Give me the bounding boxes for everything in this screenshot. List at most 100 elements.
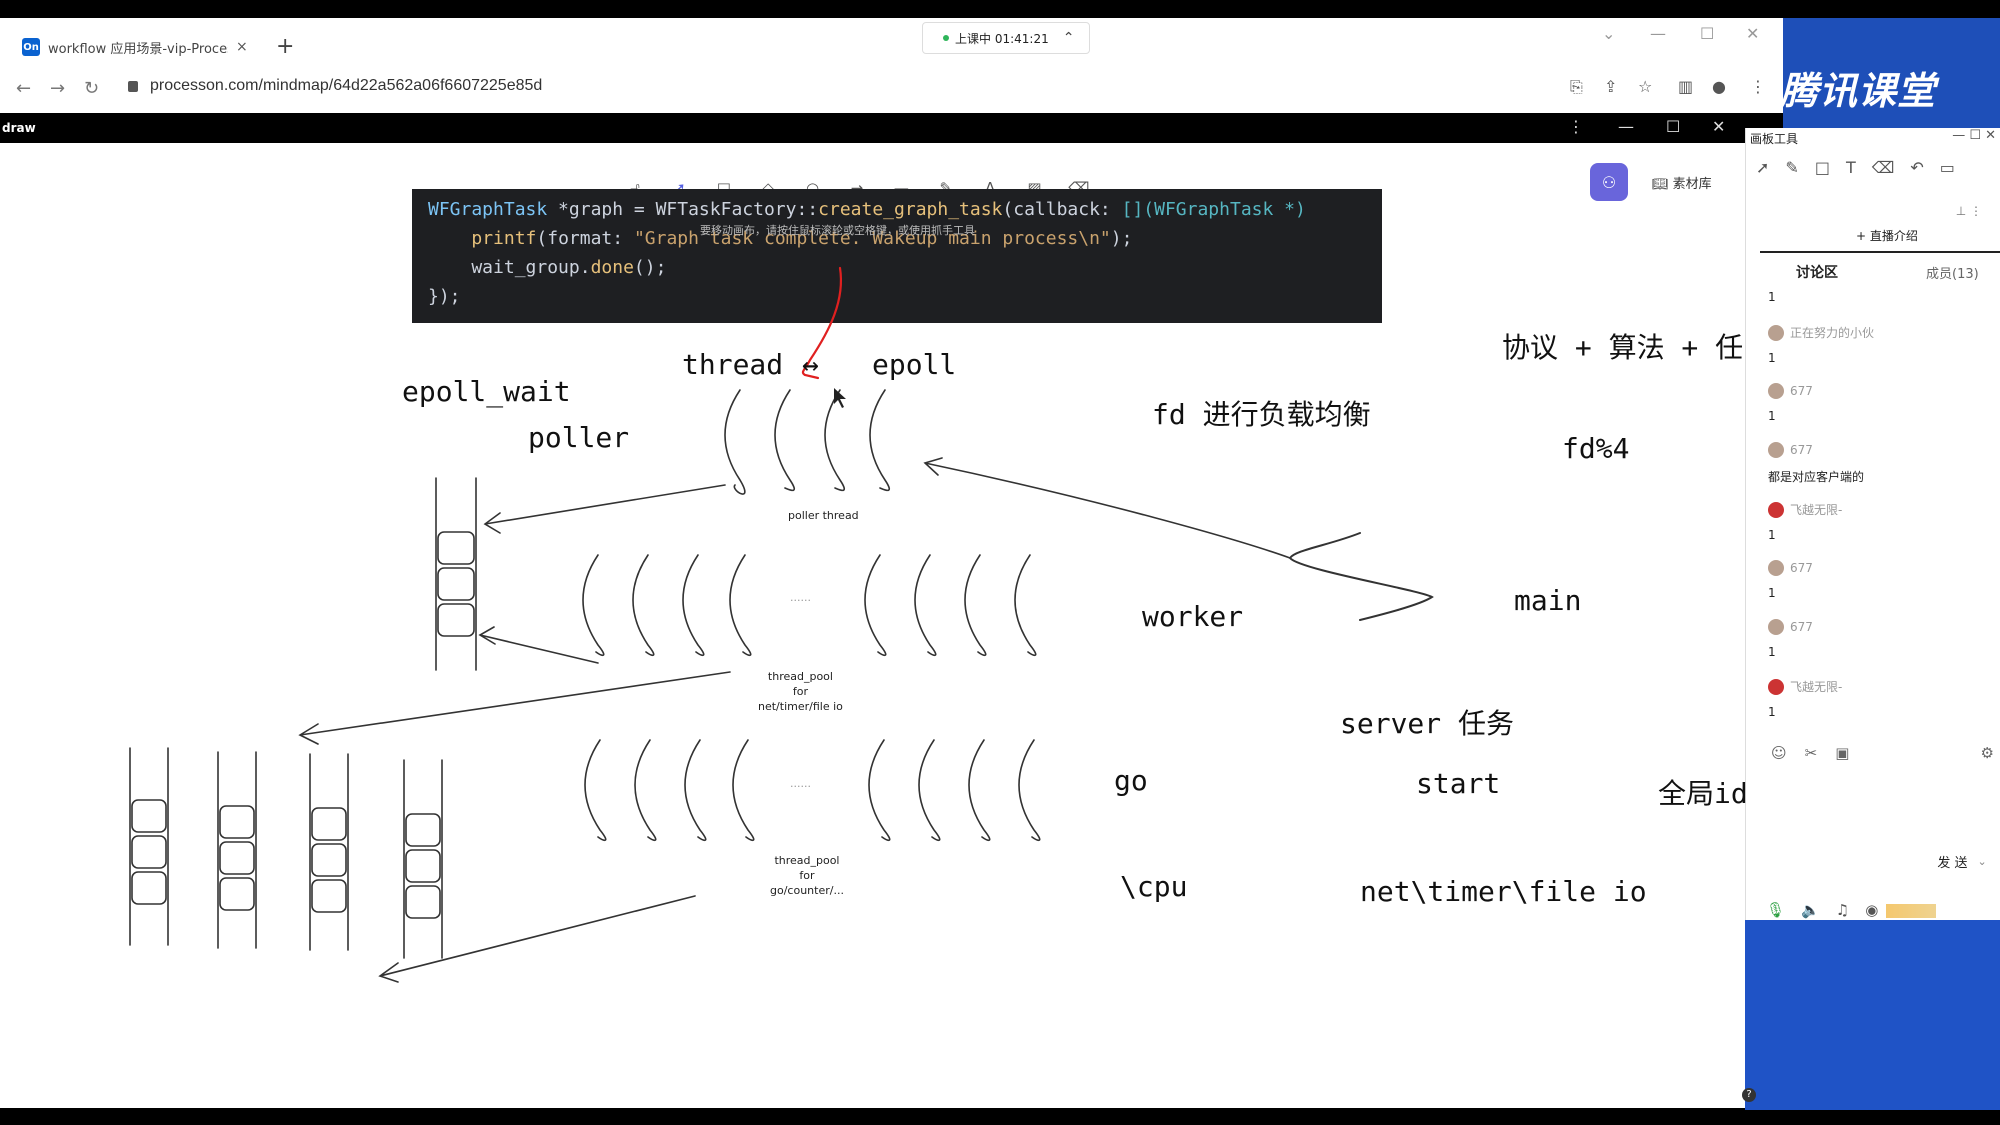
divider [1760,251,2000,253]
live-status-pill[interactable]: 上课中 01:41:21 ⌃ [922,22,1090,54]
code-screenshot: WFGraphTask *graph = WFTaskFactory::crea… [412,189,1382,323]
label-go: go [1114,764,1148,797]
text-icon[interactable]: T [1845,158,1856,177]
pool2-line: go/counter/... [770,884,844,897]
pool1-line: thread_pool [767,670,833,683]
lock-icon[interactable]: 🔓︎ [630,179,640,197]
close-icon[interactable]: ✕ [1712,117,1726,136]
avatar [1768,442,1784,458]
new-tab-button[interactable]: + [276,34,295,59]
collaboration-button[interactable]: ⚇ [1590,163,1628,201]
label-global-id: 全局id [1658,777,1748,810]
lock-icon [128,80,138,92]
collapse-icon[interactable]: ⌄ [1602,24,1616,43]
chat-message-text: 都是对应客户端的 [1768,470,1865,484]
app-titlebar: draw ⋮ — ☐ ✕ [0,113,1745,143]
send-button[interactable]: 发 送 ⌄ [1932,848,1992,874]
chat-message-text: 1 [1768,645,1776,659]
tab-discussion[interactable]: 讨论区 [1796,265,1838,281]
maximize-icon[interactable]: ☐ [1700,24,1715,43]
install-app-icon[interactable]: ⎘ [1570,77,1583,96]
chevron-down-icon[interactable]: ⌄ [1977,854,1987,868]
minimize-icon[interactable]: — [1650,24,1666,43]
screen-icon[interactable]: ▭ [1939,158,1955,177]
live-intro-link[interactable]: + 直播介绍 [1856,229,1918,243]
chevron-up-icon[interactable]: ⌃ [1062,30,1075,46]
chat-input-tools: ☺ ✂ ▣ [1771,744,1849,762]
tencent-classroom-logo: 腾讯课堂 [1780,69,1937,113]
menu-kebab-icon[interactable]: ⋮ [1568,117,1584,136]
sidebar-icon[interactable]: ▥ [1678,77,1694,96]
settings-icon[interactable]: ⚙ [1980,744,1994,762]
label-fd-mod: fd%4 [1562,432,1630,465]
share-icon[interactable]: ⇪ [1604,77,1618,96]
pin-icon[interactable]: ⊥ ⋮ [1955,204,1982,218]
list-item: 飞越无限- 1 [1768,501,1842,542]
music-icon[interactable]: ♫ [1835,901,1850,919]
pool2-line: for [799,869,815,882]
thread-squiggle [869,389,890,492]
tab-title: workflow 应用场景-vip-Processon [48,41,228,57]
label-main: main [1514,584,1582,617]
speaker-icon[interactable]: 🔈 [1801,901,1820,919]
eraser-icon[interactable]: ⌫ [1871,158,1895,177]
microphone-icon[interactable]: 🎙 [1766,901,1786,919]
label-poller: poller [528,421,630,454]
pointer-icon[interactable]: ➚ [1756,158,1770,177]
avatar [1768,560,1784,576]
diamond-icon[interactable]: ◇ [762,179,774,197]
book-icon: 📖︎ [1652,177,1673,192]
pool1-line: for [792,685,808,698]
chat-message-text: 1 [1768,409,1776,423]
chat-message-text: 1 [1768,586,1776,600]
arrow [378,895,696,983]
profile-icon[interactable]: ● [1712,77,1726,96]
address-bar[interactable]: processon.com/mindmap/64d22a562a06f66072… [128,77,542,95]
chat-author: 677 [1790,384,1813,398]
list-item: 正在努力的小伙 1 [1768,324,1874,365]
reload-icon[interactable]: ↻ [84,78,100,99]
forward-arrow-icon[interactable]: → [50,78,66,99]
menu-kebab-icon[interactable]: ⋮ [1750,77,1766,96]
bookmark-star-icon[interactable]: ☆ [1638,77,1653,96]
tab-members[interactable]: 成员(13) [1926,267,1979,282]
rectangle-icon[interactable]: □ [1814,158,1830,177]
image-icon[interactable]: ▣ [1835,744,1850,762]
label-cpu: \cpu [1120,870,1188,903]
pen-icon[interactable]: ✎ [1785,158,1799,177]
label-pool2: thread_pool for go/counter/... [770,853,844,898]
emoji-icon[interactable]: ☺ [1771,744,1787,762]
panel-window-controls[interactable]: — ☐ ✕ [1952,128,1996,143]
browser-tab[interactable]: On workflow 应用场景-vip-Processon × [12,28,260,66]
arrow [923,457,1291,559]
undo-icon[interactable]: ↶ [1910,158,1924,177]
drawing-tools-row: ➚ ✎ □ T ⌫ ↶ ▭ [1756,158,1955,177]
audio-level-meter [1886,904,1936,918]
back-arrow-icon[interactable]: ← [16,78,32,99]
chat-author: 正在努力的小伙 [1790,326,1875,340]
help-icon[interactable]: ? [1742,1088,1756,1102]
red-annotation-stroke [801,266,842,380]
thread-squiggle [724,389,746,495]
scissors-icon[interactable]: ✂ [1804,744,1818,762]
location-icon[interactable]: ◉ [1865,901,1879,919]
avatar [1768,501,1784,518]
thread-squiggle [824,389,845,492]
pool1-line: net/timer/file io [758,700,843,713]
tab-close-icon[interactable]: × [236,39,248,55]
minimize-icon[interactable]: — [1618,117,1634,136]
chat-message-text: 1 [1768,351,1776,365]
label-pool1: thread_pool for net/timer/file io [758,669,843,714]
label-ellipsis: ...... [790,777,811,790]
label-epoll-wait: epoll_wait [402,375,571,408]
chat-message-text: 1 [1768,528,1776,542]
label-poller-thread: poller thread [788,509,859,522]
processon-favicon-icon: On [22,38,40,56]
label-thread: thread [682,348,784,381]
library-button[interactable]: 📖︎ 素材库 [1652,173,1712,192]
maximize-icon[interactable]: ☐ [1666,117,1681,136]
label-server-task: server 任务 [1340,707,1515,740]
close-icon[interactable]: ✕ [1746,24,1760,43]
label-fd-balance: fd 进行负载均衡 [1152,398,1371,431]
text-icon[interactable]: A [984,179,996,197]
